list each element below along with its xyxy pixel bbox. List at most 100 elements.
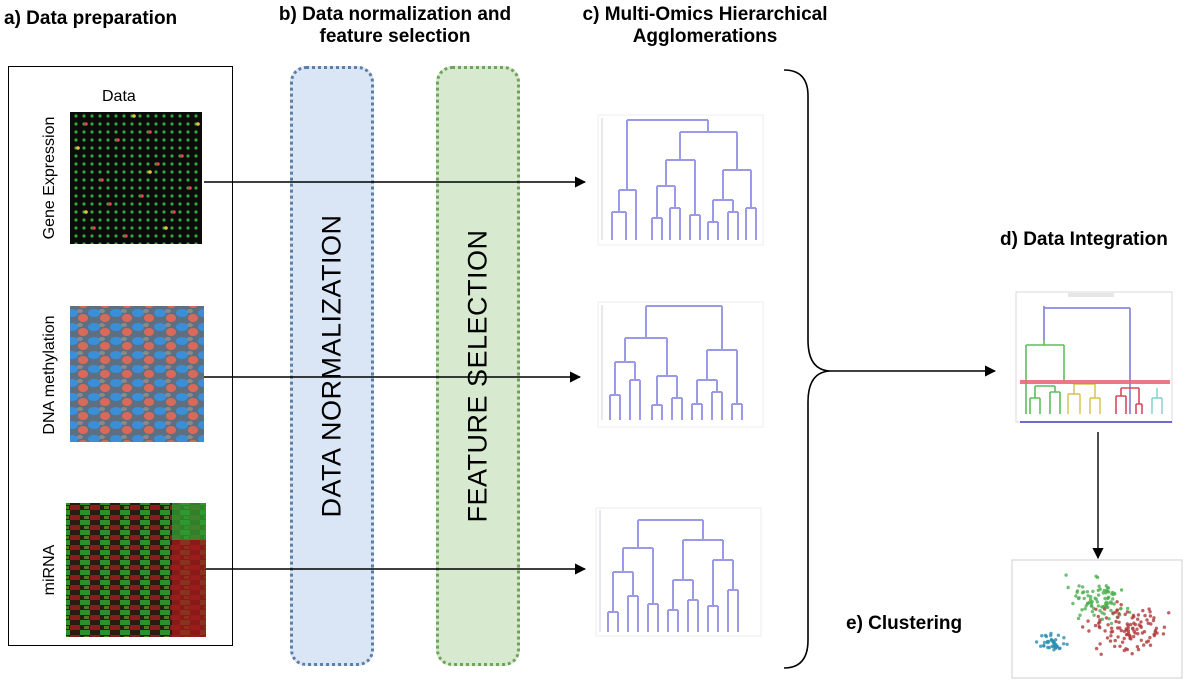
scatter-point <box>1139 625 1143 629</box>
scatter-point <box>1106 586 1111 590</box>
scatter-point <box>1104 604 1109 608</box>
scatter-point <box>1056 633 1061 637</box>
scatter-point <box>1111 611 1115 615</box>
scatter-point <box>1034 640 1039 644</box>
scatter-point <box>1098 620 1102 624</box>
scatter-point <box>1086 601 1090 606</box>
scatter-point <box>1136 617 1140 621</box>
scatter-point <box>1148 614 1153 618</box>
scatter-point <box>1139 638 1144 642</box>
scatter-point <box>1042 644 1046 648</box>
scatter-point <box>1102 612 1107 616</box>
scatter-point <box>1137 623 1141 627</box>
scatter-point <box>1071 601 1075 606</box>
scatter-point <box>1101 591 1106 595</box>
scatter-point <box>1114 619 1118 624</box>
scatter-point <box>1103 629 1107 633</box>
scatter-clusters-icon <box>1011 559 1183 679</box>
scatter-point <box>1096 604 1101 608</box>
scatter-point <box>1135 627 1139 631</box>
scatter-point <box>1100 605 1104 609</box>
scatter-point <box>1112 602 1116 606</box>
heading-data-preparation: a) Data preparation <box>4 8 178 29</box>
scatter-point <box>1107 590 1111 594</box>
feature-selection-step <box>436 66 520 666</box>
scatter-point <box>1142 643 1146 647</box>
scatter-point <box>1104 584 1109 588</box>
scatter-point <box>1077 596 1081 600</box>
scatter-point <box>1092 613 1096 617</box>
scatter-point <box>1113 638 1117 643</box>
scatter-point <box>1089 594 1093 599</box>
scatter-point <box>1126 606 1130 611</box>
scatter-point <box>1049 638 1054 642</box>
heading-hierarchical-agglomerations: c) Multi-Omics Hierarchical Agglomeratio… <box>555 4 855 48</box>
scatter-point <box>1078 613 1082 617</box>
scatter-point <box>1146 639 1151 643</box>
scatter-point <box>1119 628 1124 633</box>
scatter-point <box>1091 589 1095 594</box>
scatter-point <box>1090 600 1094 604</box>
scatter-point <box>1098 587 1102 591</box>
scatter-point <box>1113 644 1117 649</box>
scatter-point <box>1118 644 1122 648</box>
scatter-point <box>1120 640 1125 644</box>
heading-clustering: e) Clustering <box>846 613 963 634</box>
scatter-point <box>1115 608 1119 612</box>
scatter-point <box>1145 618 1149 622</box>
scatter-point <box>1077 584 1081 588</box>
scatter-point <box>1151 618 1156 623</box>
scatter-point <box>1085 590 1090 594</box>
scatter-point <box>1132 621 1136 625</box>
scatter-point <box>1065 642 1069 646</box>
scatter-point <box>1123 612 1127 617</box>
scatter-point <box>1106 596 1110 600</box>
scatter-point <box>1096 614 1101 619</box>
scatter-point <box>1094 574 1098 578</box>
scatter-point <box>1090 609 1095 614</box>
dendrogram-icon <box>597 114 764 246</box>
scatter-point <box>1152 632 1156 637</box>
scatter-point <box>1098 642 1102 646</box>
scatter-point <box>1054 638 1058 642</box>
methylation-heatmap-icon <box>70 306 204 442</box>
scatter-point <box>1093 623 1098 628</box>
scatter-point <box>1104 616 1109 620</box>
scatter-point <box>1143 613 1147 618</box>
scatter-point <box>1155 631 1159 635</box>
scatter-point <box>1046 640 1051 644</box>
heading-normalization-line2: feature selection <box>319 26 471 47</box>
data-preparation-box <box>8 66 233 646</box>
scatter-point <box>1124 647 1128 651</box>
scatter-point <box>1115 600 1119 604</box>
scatter-point <box>1080 585 1085 589</box>
scatter-point <box>1107 617 1111 621</box>
scatter-point <box>1122 636 1126 641</box>
scatter-point <box>1096 593 1101 597</box>
scatter-point <box>1124 628 1129 632</box>
scatter-point <box>1098 625 1102 630</box>
scatter-point <box>1125 610 1130 614</box>
scatter-point <box>1089 604 1094 608</box>
integrated-dendrogram-icon <box>1015 291 1173 423</box>
scatter-point <box>1106 601 1111 605</box>
scatter-point <box>1111 590 1115 595</box>
scatter-point <box>1141 608 1145 613</box>
scatter-point <box>1119 603 1123 607</box>
data-column-title: Data <box>102 88 136 105</box>
scatter-point <box>1130 616 1134 620</box>
grouping-brace <box>783 69 831 669</box>
scatter-point <box>1153 629 1158 633</box>
scatter-point <box>1095 600 1100 604</box>
scatter-point <box>1130 652 1134 656</box>
scatter-point <box>1082 590 1086 594</box>
scatter-point <box>1086 594 1090 598</box>
scatter-point <box>1109 634 1113 638</box>
heading-data-integration: d) Data Integration <box>1000 229 1168 250</box>
heading-normalization-selection: b) Data normalization and feature select… <box>250 4 540 48</box>
scatter-point <box>1043 633 1048 638</box>
scatter-point <box>1125 622 1130 626</box>
scatter-point <box>1109 621 1114 626</box>
scatter-point <box>1094 607 1098 611</box>
